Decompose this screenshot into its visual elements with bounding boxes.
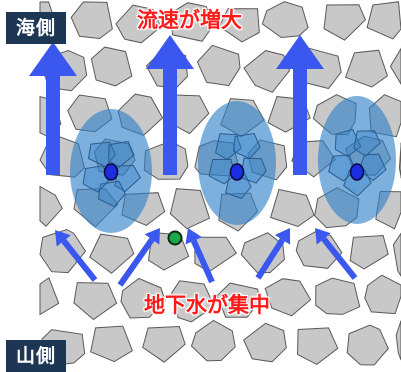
rock-block [39, 277, 60, 316]
converging-flow-arrow-shaft [61, 239, 98, 282]
rock-block [115, 4, 162, 44]
rock-block [344, 49, 389, 88]
rock-block [295, 229, 343, 269]
rock-block [142, 325, 186, 363]
upward-flow-arrows [29, 35, 324, 175]
converging-flow-arrow-head [315, 228, 331, 245]
rock-block [39, 185, 63, 228]
rock-block [366, 1, 401, 40]
rock-block [190, 319, 236, 362]
fractured-block [233, 132, 261, 160]
flow-increase-label: 流速が増大 [137, 8, 242, 32]
converging-flow-arrow-shaft [117, 237, 155, 287]
converging-flow-arrow-shaft [321, 237, 358, 280]
blue-observation-point [349, 163, 365, 181]
flow-zone-2 [198, 101, 276, 225]
converging-flow-arrow-head [274, 228, 291, 245]
rock-block [349, 234, 389, 270]
fractured-block [208, 158, 236, 185]
fractured-block [97, 180, 126, 208]
rock-block [243, 322, 287, 363]
fractured-block [358, 153, 387, 182]
rock-block [120, 277, 166, 319]
rock-block [171, 280, 215, 323]
upward-flow-arrow-head [146, 35, 194, 69]
upward-flow-arrow-head [276, 35, 324, 69]
rock-block [264, 278, 312, 317]
rock-block [90, 325, 134, 363]
observation-points [103, 163, 365, 246]
rock-block [90, 46, 133, 87]
rock-block [389, 47, 401, 85]
rock-block [346, 324, 389, 366]
rock-block [216, 282, 261, 318]
upward-flow-arrow-head [29, 42, 77, 76]
flow-zone-3 [318, 96, 396, 224]
rock-block [243, 50, 291, 93]
rock-block [218, 8, 260, 43]
fractured-block [225, 172, 252, 199]
rock-block [269, 188, 315, 228]
rock-block [39, 228, 87, 274]
groundwater-concentration-label: 地下水が集中 [144, 293, 270, 317]
rock-block [170, 2, 215, 42]
rock-block [323, 4, 366, 41]
upward-flow-arrow-shaft [163, 67, 177, 175]
fractured-block [353, 130, 381, 157]
mountain-side-tag: 山側 [6, 340, 67, 372]
converging-flow-arrow-shaft [255, 238, 285, 280]
fractured-block [108, 140, 135, 168]
rock-block [364, 274, 401, 315]
fractured-block [334, 128, 362, 157]
rock-block [89, 233, 135, 274]
converging-flow-arrow-head [144, 228, 160, 245]
sea-side-tag: 海側 [6, 12, 67, 44]
blue-observation-point [103, 163, 119, 181]
converging-flow-arrow-head [185, 228, 202, 245]
rock-block [261, 1, 309, 39]
rock-block [392, 232, 401, 277]
rock-block [70, 1, 113, 40]
rock-block [296, 327, 339, 365]
converging-flow-arrows [55, 228, 358, 287]
fractured-block [328, 154, 357, 182]
rock-block [196, 44, 241, 87]
blue-observation-point [229, 163, 245, 181]
upward-flow-arrow-shaft [46, 74, 60, 175]
converging-flow-arrow-shaft [190, 239, 215, 284]
green-observation-point [167, 230, 183, 246]
upward-flow-arrow-shaft [293, 67, 307, 175]
fractured-block [82, 165, 111, 193]
rock-block [315, 277, 361, 315]
rock-block [73, 282, 118, 321]
rock-block [169, 188, 211, 230]
converging-flow-arrow-head [55, 230, 71, 247]
rock-block [395, 320, 401, 361]
flow-zones [70, 96, 396, 233]
